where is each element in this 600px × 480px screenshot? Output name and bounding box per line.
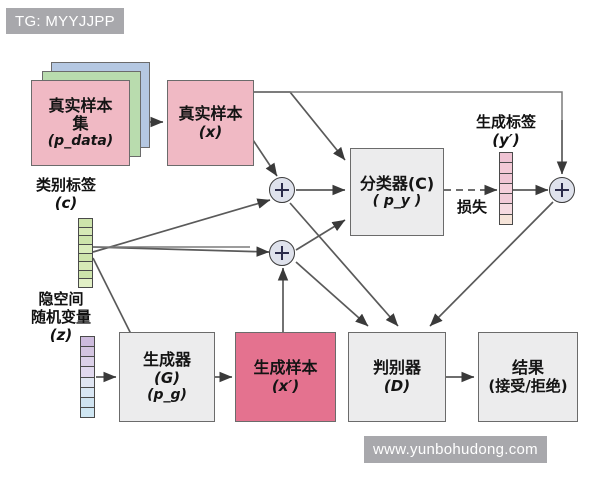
class-label-vector-cell xyxy=(79,236,92,245)
generated-label-vector-cell xyxy=(500,153,512,164)
class-label-vector-cell xyxy=(79,279,92,287)
latent-caption-line1: 隐空间 xyxy=(38,290,84,308)
class-label-vector-cell xyxy=(79,262,92,271)
dataset-label-line1: 真实样本 xyxy=(48,95,113,115)
discriminator-label-line2: (D) xyxy=(383,376,411,395)
watermark-bottom-right: www.yunbohudong.com xyxy=(364,436,547,463)
latent-vector-cell xyxy=(81,387,94,398)
class-label-caption: 类别标签 (c) xyxy=(14,176,118,212)
wire-plus2-to-classifier xyxy=(295,219,346,251)
plus-operator-1[interactable] xyxy=(269,177,295,203)
classifier-label-line1: 分类器(C) xyxy=(359,173,435,193)
class-label-vector-cell xyxy=(79,219,92,228)
class-label-vector-cell xyxy=(79,227,92,237)
class-label-caption-line1: 类别标签 xyxy=(35,176,96,194)
generated-label-vector-cell xyxy=(500,183,512,195)
wire-classlabel-to-plus1 xyxy=(92,198,271,253)
wire-realsample-to-classifier xyxy=(253,91,346,161)
class-label-vector-cell xyxy=(79,270,92,280)
wire-plus3-to-discriminator xyxy=(429,201,554,327)
result-label-line1: 结果 xyxy=(511,358,544,378)
class-label-vector-cell xyxy=(79,244,92,254)
latent-caption-line2: 随机变量 xyxy=(30,308,91,326)
generator-label-line3: (p_g) xyxy=(147,386,187,403)
latent-vector-cell xyxy=(81,337,94,348)
classifier-label-line2: ( p_y ) xyxy=(372,193,422,210)
wire-classlabel-to-plus2 xyxy=(92,246,270,257)
generated-label-vector-cell xyxy=(500,194,512,205)
wire-plus2-to-discriminator xyxy=(295,261,369,327)
latent-vector-cell xyxy=(81,397,94,408)
plus-operator-2[interactable] xyxy=(269,240,295,266)
dataset-label-line3: (p_data) xyxy=(47,133,114,150)
watermark-top-left: TG: MYYJJPP xyxy=(6,8,124,34)
class-label-caption-line2: (c) xyxy=(54,194,78,212)
real-sample-node[interactable]: 真实样本 (x) xyxy=(167,80,254,166)
dataset-label-line2: 集 xyxy=(72,113,89,133)
plus-operator-3[interactable] xyxy=(549,177,575,203)
generator-node[interactable]: 生成器 (G) (p_g) xyxy=(119,332,215,422)
latent-vector[interactable] xyxy=(80,336,95,418)
generated-label-vector-cell xyxy=(500,163,512,174)
generated-sample-label-line1: 生成样本 xyxy=(253,358,318,378)
generated-label-vector-cell xyxy=(500,214,512,224)
generated-label-caption: 生成标签 (y′) xyxy=(452,113,560,149)
latent-vector-cell xyxy=(81,377,94,388)
discriminator-label-line1: 判别器 xyxy=(372,358,421,378)
generated-label-caption-line2: (y′) xyxy=(492,131,520,149)
latent-vector-cell xyxy=(81,407,94,417)
real-sample-label-line2: (x) xyxy=(198,122,223,141)
latent-variable-caption: 隐空间 随机变量 (z) xyxy=(8,290,114,344)
generator-label-line1: 生成器 xyxy=(142,350,191,370)
result-node[interactable]: 结果 (接受/拒绝) xyxy=(478,332,578,422)
generated-label-vector-cell xyxy=(500,173,512,184)
generator-label-line2: (G) xyxy=(153,368,181,387)
dataset-node[interactable]: 真实样本 集 (p_data) xyxy=(31,80,130,166)
generated-label-vector-cell xyxy=(500,204,512,215)
real-sample-label-line1: 真实样本 xyxy=(178,104,243,124)
latent-vector-cell xyxy=(81,347,94,358)
class-label-vector-cell xyxy=(79,253,92,263)
wire-realsample-to-plus1 xyxy=(252,139,278,177)
result-label-line2: (接受/拒绝) xyxy=(488,376,568,395)
loss-label: 损失 xyxy=(456,198,487,216)
generated-sample-node[interactable]: 生成样本 (x′) xyxy=(235,332,336,422)
discriminator-node[interactable]: 判别器 (D) xyxy=(348,332,446,422)
generated-sample-label-line2: (x′) xyxy=(271,376,300,395)
generated-label-caption-line1: 生成标签 xyxy=(475,113,536,131)
latent-caption-line3: (z) xyxy=(49,326,73,344)
generated-label-vector[interactable] xyxy=(499,152,513,225)
latent-vector-cell xyxy=(81,357,94,368)
classifier-node[interactable]: 分类器(C) ( p_y ) xyxy=(350,148,444,236)
latent-vector-cell xyxy=(81,367,94,378)
class-label-vector[interactable] xyxy=(78,218,93,288)
